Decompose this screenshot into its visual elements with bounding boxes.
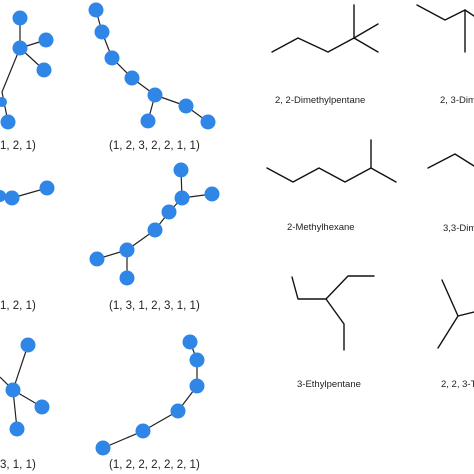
graph-e-node [5,382,21,398]
graph-a-edge [1,47,21,93]
molecule-name-3-3-dim: 3,3-Dim [443,223,474,234]
graph-c-node [39,180,55,196]
molecule-2-2-dimethylpentane [271,4,379,53]
graph-a-node [0,114,16,130]
molecule-name-2-3-dimethyl: 2, 3-Dim [440,95,474,106]
molecule-bond [437,279,459,349]
molecule-bond [353,37,379,53]
graph-a-node [12,40,28,56]
molecule-bond [416,4,474,21]
molecule-2-methylhexane [266,139,397,183]
graph-b-label: (1, 2, 3, 2, 2, 1, 1) [109,140,200,152]
graph-b-node [200,114,216,130]
graph-c [0,180,55,206]
graph-b-node [147,87,163,103]
graph-a-node [12,10,28,26]
graph-f-node [135,423,151,439]
graph-f-node [95,440,111,456]
graph-d-node [174,190,190,206]
graph-b-node [140,113,156,129]
graph-f-node [189,352,205,368]
graph-d-node [89,251,105,267]
graph-f [95,334,205,456]
graph-c-label: 1, 2, 1) [0,300,36,312]
graph-b-node [104,50,120,66]
graph-d-node [119,242,135,258]
graph-b [88,2,216,130]
molecule-bond [325,298,345,351]
molecule-name-2-2-dimethylpentane: 2, 2-Dimethylpentane [275,95,365,106]
molecule-bond [457,311,474,317]
molecule-bond [291,275,375,300]
molecule-bond [353,23,379,39]
graph-a-node [38,32,54,48]
graph-e [0,337,50,437]
graph-d-node [161,204,177,220]
molecule-3-3-dim [427,153,474,169]
molecule-name-2-methylhexane: 2-Methylhexane [287,222,355,233]
graph-c-node [0,190,6,202]
graph-a [0,10,54,130]
graph-a-node [0,97,7,107]
graph-e-node [9,421,25,437]
molecule-bond [427,153,474,169]
graph-b-node [94,24,110,40]
graph-f-label: (1, 2, 2, 2, 2, 2, 1) [109,459,200,471]
graph-b-node [178,98,194,114]
graph-e-label: 3, 1, 1) [0,459,36,471]
graph-d-label: (1, 3, 1, 2, 3, 1, 1) [109,300,200,312]
graph-d-node [173,162,189,178]
graph-f-node [182,334,198,350]
graph-e-node [34,399,50,415]
graph-b-node [124,70,140,86]
graph-f-node [170,403,186,419]
molecule-name-2-2-3-t: 2, 2, 3-T [441,379,474,390]
molecule-2-3-dimethyl [416,4,474,53]
graph-d-node [204,186,220,202]
graph-e-node [20,337,36,353]
molecule-panel: 2, 2-Dimethylpentane 2, 3-Dim 2-Methylhe… [266,4,474,390]
graph-f-node [189,378,205,394]
molecule-name-3-ethylpentane: 3-Ethylpentane [297,379,361,390]
graph-a-node [36,62,52,78]
graph-d-node [119,270,135,286]
graph-a-label: 1, 2, 1) [0,140,36,152]
graph-panel: 1, 2, 1) (1, 2, 3, 2, 2, 1, 1) 1, 2, 1) … [0,2,220,471]
graph-d-node [147,222,163,238]
graph-e-edge [12,344,29,391]
molecule-bond [271,37,355,53]
graph-b-node [88,2,104,18]
graph-c-node [4,190,20,206]
molecule-3-ethylpentane [291,275,375,351]
molecule-bond [266,167,397,183]
graph-d [89,162,220,286]
molecule-2-2-3-t [437,279,474,349]
